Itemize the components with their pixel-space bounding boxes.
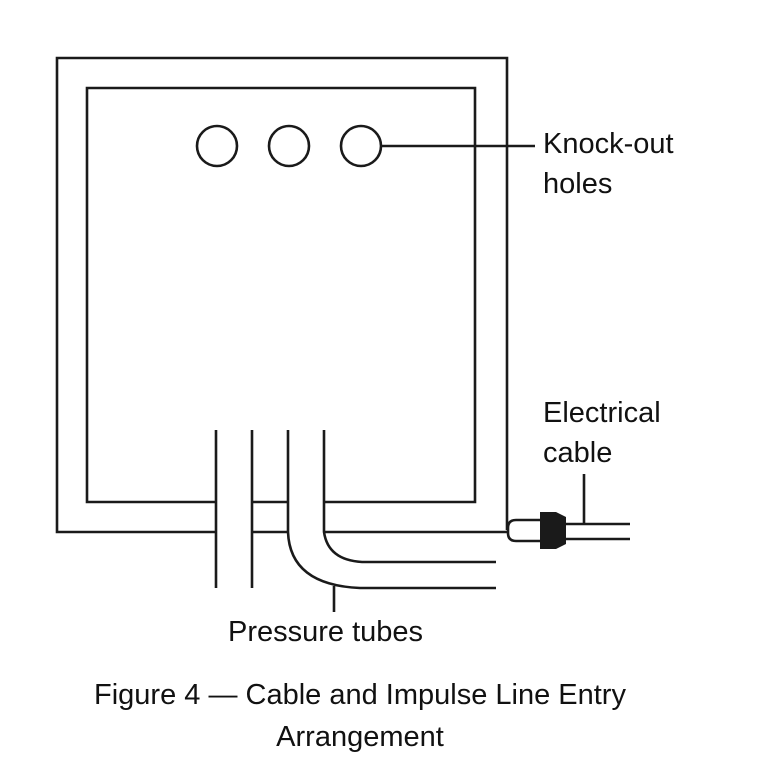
- knockout-label-line2: holes: [543, 168, 613, 200]
- pressure-tube-outer: [286, 430, 496, 590]
- enclosure-outer-wall: [55, 56, 509, 534]
- pressure-tube-inner: [322, 430, 496, 564]
- figure-caption-line1: Figure 4 — Cable and Impulse Line Entry: [94, 679, 626, 711]
- cable-label-line2: cable: [543, 437, 613, 469]
- cable-gland-nut: [540, 512, 566, 549]
- enclosure-inner-wall: [85, 86, 477, 504]
- knockout-label-line1: Knock-out: [543, 128, 674, 160]
- knockout-hole-1: [195, 124, 239, 168]
- cable-label-line1: Electrical: [543, 397, 661, 429]
- figure-caption-line2: Arrangement: [276, 721, 444, 753]
- cable-gland-body: [506, 518, 540, 543]
- knockout-hole-2: [267, 124, 311, 168]
- tubes-label: Pressure tubes: [228, 616, 424, 648]
- knockout-hole-3: [339, 124, 383, 168]
